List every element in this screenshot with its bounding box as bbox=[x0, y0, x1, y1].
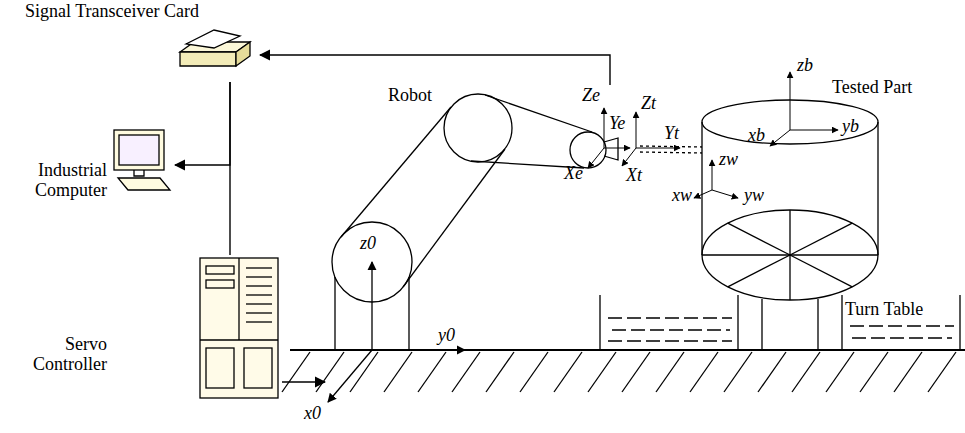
axis-label: y0 bbox=[438, 326, 455, 344]
axis-label: yw bbox=[744, 186, 764, 204]
part-frames bbox=[694, 72, 838, 198]
axis-label: xb bbox=[748, 126, 765, 144]
node-label: Signal Transceiver Card bbox=[25, 2, 199, 22]
node-label: Tested Part bbox=[832, 78, 912, 98]
tool-frames bbox=[588, 108, 680, 168]
turn-table-drawing bbox=[600, 295, 960, 350]
axis-label: Ye bbox=[609, 114, 625, 132]
node-label: Industrial Computer bbox=[5, 161, 107, 201]
signal-connector bbox=[282, 381, 325, 382]
computer-icon bbox=[114, 130, 170, 190]
axis-label: Ze bbox=[582, 86, 600, 104]
ground-hatching bbox=[282, 352, 956, 392]
transceiver-card: Signal Transceiver Card bbox=[15, 0, 260, 82]
signal-connector bbox=[229, 82, 230, 255]
card-trunk bbox=[230, 82, 231, 255]
axis-label: Zt bbox=[641, 94, 656, 112]
base-frame bbox=[328, 262, 465, 402]
axis-label: xw bbox=[672, 186, 692, 204]
axis-label: Xt bbox=[626, 166, 642, 184]
node-label: Turn Table bbox=[845, 300, 923, 320]
ground-line bbox=[290, 349, 965, 351]
turn-table: Turn Table bbox=[598, 296, 965, 350]
axis-label: yb bbox=[842, 117, 859, 135]
tested-part: Tested Part bbox=[670, 76, 925, 296]
axis-label: Yt bbox=[664, 124, 679, 142]
node-label: Servo Controller bbox=[5, 335, 107, 375]
industrial-computer: Industrial Computer bbox=[5, 125, 175, 215]
axis-label: Xe bbox=[564, 164, 583, 182]
axis-label: zb bbox=[797, 56, 813, 74]
signal-connector bbox=[175, 82, 230, 165]
signal-connector bbox=[260, 55, 610, 85]
node-label: Robot bbox=[388, 86, 432, 106]
axis-label: z0 bbox=[360, 234, 376, 252]
axis-label: x0 bbox=[304, 404, 321, 422]
servo-controller: Servo Controller bbox=[5, 255, 282, 403]
card-icon bbox=[180, 30, 250, 66]
axis-label: zw bbox=[719, 150, 738, 168]
robot-arm bbox=[332, 94, 702, 350]
tested-part-drawing bbox=[702, 100, 878, 300]
servo-cabinet bbox=[200, 258, 278, 398]
